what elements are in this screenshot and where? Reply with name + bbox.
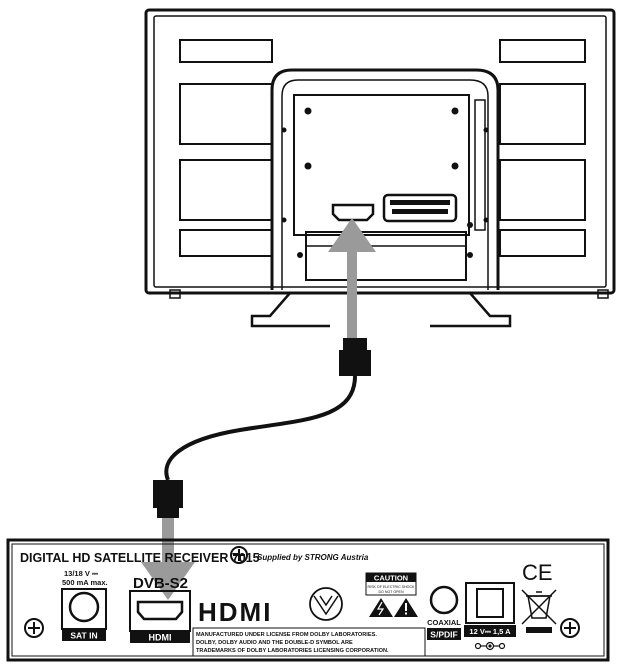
dolby-license-box	[192, 627, 426, 657]
tv-inner-panel	[293, 94, 470, 236]
receiver-hdmi-port	[136, 600, 184, 621]
power-port	[476, 588, 504, 618]
hdmi-cable	[153, 338, 371, 518]
tv-lower-bracket	[305, 231, 467, 281]
coaxial-port	[429, 585, 459, 615]
lightning-warning-icon	[369, 598, 393, 617]
receiver-title: DIGITAL HD SATELLITE RECEIVER 7015	[20, 551, 260, 565]
receiver-hdmi-port-label: HDMI	[149, 633, 172, 643]
tv-scart-port	[382, 193, 458, 223]
hdmi-logo: HDMI	[198, 597, 272, 627]
spdif-label: S/PDIF	[430, 630, 457, 640]
receiver-panel: DIGITAL HD SATELLITE RECEIVER 7015 Suppl…	[6, 538, 610, 662]
tv-hdmi-port	[331, 203, 375, 222]
cable-wire	[164, 375, 357, 481]
caution-line1: RISK OF ELECTRIC SHOCK	[368, 585, 416, 589]
sat-in-label: SAT IN	[70, 631, 97, 641]
dvb-s2-logo: DVB-S2	[133, 575, 188, 592]
tv-screws	[281, 107, 489, 258]
arrow-down-to-receiver	[141, 518, 195, 600]
certification-emblem-icon	[309, 587, 343, 621]
weee-bin-icon	[521, 589, 557, 625]
tv-ribs-left	[179, 39, 273, 257]
dolby-line2: DOLBY, DOLBY AUDIO AND THE DOUBLE-D SYMB…	[196, 640, 353, 646]
caution-title: CAUTION	[374, 574, 408, 583]
sat-in-port	[68, 591, 100, 623]
arrow-up-to-tv	[328, 218, 376, 338]
sat-voltage-label: 13/18 V ⎓	[64, 569, 99, 578]
hdmi-plug-bottom	[153, 480, 183, 508]
tv-center-housing	[270, 68, 500, 290]
tv-back	[144, 8, 616, 328]
sat-current-label: 500 mA max.	[62, 578, 108, 587]
polarity-icon	[474, 641, 506, 651]
receiver-screws	[24, 546, 580, 638]
tv-stand	[250, 291, 512, 328]
power-port-frame	[465, 582, 515, 624]
dolby-line3: TRADEMARKS OF DOLBY LABORATORIES LICENSI…	[196, 648, 389, 654]
sat-in-port-frame	[61, 588, 107, 630]
caution-line2: DO NOT OPEN	[378, 590, 403, 594]
ce-mark: CE	[522, 560, 553, 585]
coaxial-label: COAXIAL	[427, 618, 461, 627]
power-label: 12 V⎓ 1,5 A	[469, 627, 511, 636]
tv-ribs-right	[499, 39, 586, 257]
receiver-supplier: Supplied by STRONG Austria	[257, 553, 369, 562]
dolby-line1: MANUFACTURED UNDER LICENSE FROM DOLBY LA…	[196, 632, 377, 638]
hdmi-plug-top	[343, 338, 367, 350]
tv-scart-pins	[390, 200, 450, 214]
